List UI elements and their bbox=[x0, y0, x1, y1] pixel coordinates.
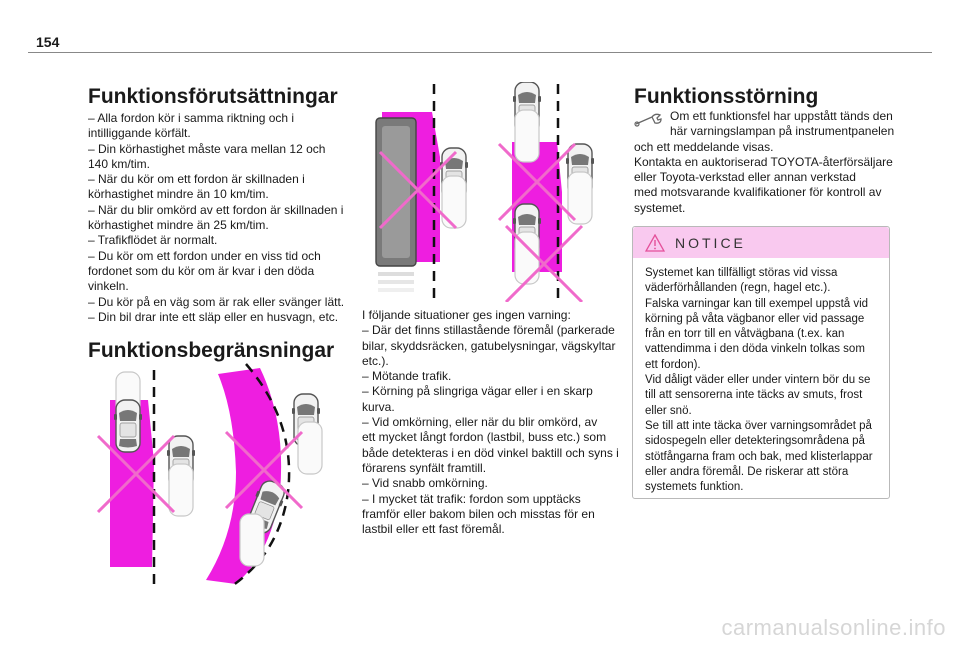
footer-watermark: carmanualsonline.info bbox=[721, 615, 946, 640]
text-line: körhastighet mindre än 25 km/tim. bbox=[88, 218, 269, 233]
notice-text: Systemet kan tillfälligt störas vid viss… bbox=[633, 258, 889, 495]
section-heading-limitations: Funktionsbegränsningar bbox=[88, 339, 335, 362]
notice-title: NOTICE bbox=[675, 234, 746, 251]
text-line: förarens synfält framtill. bbox=[362, 460, 487, 475]
text-line: kurva. bbox=[362, 399, 395, 414]
text-line: eller Toyota-verkstad eller annan verkst… bbox=[634, 170, 856, 185]
text-line: systemet. bbox=[634, 200, 686, 215]
header-divider bbox=[28, 52, 932, 53]
text-line: eller andra föremål. De riskerar att stö… bbox=[645, 465, 849, 478]
text-line: framför eller bakom bilen och misstas fö… bbox=[362, 506, 595, 521]
car-ghost bbox=[239, 513, 265, 567]
text-line: Kontakta en auktoriserad TOYOTA-återförs… bbox=[634, 154, 893, 169]
text-line: både detekteras i en död vinkel baktill … bbox=[362, 445, 619, 460]
conditions-text: – Alla fordon kör i samma riktning och i… bbox=[88, 111, 356, 325]
limitations-illustration bbox=[96, 363, 323, 588]
text-line: systemets funktion. bbox=[645, 481, 744, 494]
text-line: – Alla fordon kör i samma riktning och i bbox=[88, 111, 295, 125]
car-ghost bbox=[514, 109, 540, 163]
text-line: stötfångarna fram och bak, med klisterla… bbox=[645, 450, 873, 463]
text-line: – Din bil drar inte ett släp eller en hu… bbox=[88, 309, 339, 324]
text-line: eller snö. bbox=[645, 404, 692, 417]
no-warning-illustration bbox=[375, 82, 595, 302]
text-line: intilliggande körfält. bbox=[88, 126, 191, 141]
text-line: etc.). bbox=[362, 353, 389, 368]
notice-box: NOTICE Systemet kan tillfälligt störas v… bbox=[632, 226, 890, 499]
text-line: Systemet kan tillfälligt störas vid viss… bbox=[645, 267, 838, 279]
section-heading-conditions: Funktionsförutsättningar bbox=[88, 85, 338, 108]
section-heading-malfunction: Funktionsstörning bbox=[634, 85, 819, 108]
text-line: – Din körhastighet måste vara mellan 12 … bbox=[88, 141, 326, 156]
text-line: ett fordon). bbox=[645, 358, 701, 371]
text-line: Se till att inte täcka över varningsområ… bbox=[645, 419, 872, 432]
text-line: fordonet som du kör om är kvar i den död… bbox=[88, 263, 315, 278]
text-line: – Trafikflödet är normalt. bbox=[88, 233, 218, 248]
text-line: – I mycket tät trafik: fordon som upptäc… bbox=[362, 491, 581, 506]
text-line: Om ett funktionsfel har uppstått tänds d… bbox=[670, 109, 893, 123]
text-line: – Du kör på en väg som är rak eller svän… bbox=[88, 294, 345, 309]
text-line: med motsvarande kvalifikationer för kont… bbox=[634, 185, 882, 200]
text-line: – När du kör om ett fordon är skillnaden… bbox=[88, 172, 305, 187]
warning-triangle-icon bbox=[645, 233, 665, 252]
text-line: I följande situationer ges ingen varning… bbox=[362, 308, 571, 322]
text-line: – Vid omkörning, eller när du blir omkör… bbox=[362, 415, 598, 430]
text-line: – När du blir omkörd av ett fordon är sk… bbox=[88, 202, 344, 217]
text-line: – Vid snabb omkörning. bbox=[362, 476, 488, 491]
truck-cargo bbox=[382, 126, 410, 258]
notice-header: NOTICE bbox=[633, 227, 889, 258]
text-line: – Mötande trafik. bbox=[362, 369, 452, 384]
malfunction-text: och ett meddelande visas. Kontakta en au… bbox=[634, 140, 896, 216]
text-line: från en torr till en våtvägbana (t.ex. k… bbox=[645, 328, 845, 341]
car-ghost bbox=[441, 175, 467, 229]
text-line: – Körning på slingriga vägar eller i en … bbox=[362, 384, 593, 399]
page-number: 154 bbox=[36, 34, 60, 50]
car-ghost bbox=[297, 421, 323, 475]
text-line: här varningslampan på instrumentpanelen bbox=[670, 124, 895, 139]
text-line: Falska varningar kan till exempel uppstå… bbox=[645, 297, 869, 310]
text-line: vinkeln. bbox=[88, 279, 129, 294]
car bbox=[113, 399, 143, 453]
text-line: 140 km/tim. bbox=[88, 156, 151, 171]
text-line: vattendimma i den döda vinkeln tolkas so… bbox=[645, 343, 865, 356]
text-line: ett mycket långt fordon (lastbil, buss e… bbox=[362, 430, 607, 445]
text-line: väderförhållanden (regn, hagel etc.). bbox=[645, 282, 831, 295]
text-line: Vid dåligt väder eller under vintern bör… bbox=[645, 374, 871, 387]
text-line: – Du kör om ett fordon under en viss tid… bbox=[88, 248, 321, 263]
malfunction-intro: Om ett funktionsfel har uppstått tänds d… bbox=[670, 109, 896, 140]
car-ghost bbox=[168, 463, 194, 517]
no-warning-text: I följande situationer ges ingen varning… bbox=[362, 308, 624, 537]
text-line: – Där det finns stillastående föremål (p… bbox=[362, 323, 615, 338]
text-line: och ett meddelande visas. bbox=[634, 139, 774, 154]
text-line: lastbil eller ett fast föremål. bbox=[362, 522, 505, 537]
text-line: körhastighet mindre än 10 km/tim. bbox=[88, 187, 269, 202]
wrench-icon bbox=[634, 113, 662, 127]
text-line: till att sensorerna inte täcks av smuts,… bbox=[645, 389, 863, 402]
text-line: sidospegeln eller detekteringsområdena p… bbox=[645, 435, 865, 448]
text-line: körning på våta vägbanor eller vid passa… bbox=[645, 312, 865, 325]
text-line: bilar, skyddsräcken, gatubelysningar, vä… bbox=[362, 338, 616, 353]
